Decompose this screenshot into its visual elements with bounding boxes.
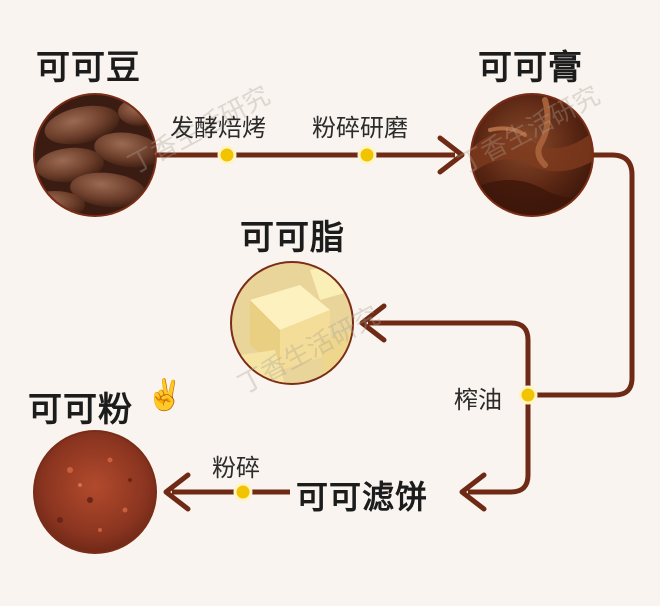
butter-icon bbox=[230, 261, 354, 385]
arrow-press-to-cake bbox=[459, 395, 531, 512]
arrow-paste-to-press bbox=[528, 152, 635, 398]
victory-hand-icon: ✌️ bbox=[146, 378, 184, 413]
arrow-press-to-butter bbox=[359, 303, 531, 395]
cocoa-beans-icon bbox=[33, 93, 157, 217]
step-dot-press bbox=[518, 385, 538, 405]
title-cocoa-paste: 可可膏 bbox=[478, 48, 583, 88]
step-label-ferment-roast: 发酵焙烤 bbox=[170, 114, 266, 142]
step-dot-ferment bbox=[217, 145, 237, 165]
title-cocoa-powder: 可可粉 bbox=[28, 390, 133, 430]
step-dot-crush bbox=[233, 482, 253, 502]
title-cocoa-butter: 可可脂 bbox=[240, 218, 345, 258]
step-label-crush: 粉碎 bbox=[212, 454, 260, 482]
arrow-beans-to-paste bbox=[155, 135, 465, 175]
title-cocoa-beans: 可可豆 bbox=[36, 48, 141, 88]
step-dot-grind bbox=[357, 145, 377, 165]
cocoa-powder-icon bbox=[33, 430, 157, 554]
step-label-grind: 粉碎研磨 bbox=[312, 114, 408, 142]
chocolate-paste-icon bbox=[470, 93, 594, 217]
label-cocoa-cake: 可可滤饼 bbox=[290, 472, 435, 518]
step-label-press: 榨油 bbox=[454, 386, 502, 414]
